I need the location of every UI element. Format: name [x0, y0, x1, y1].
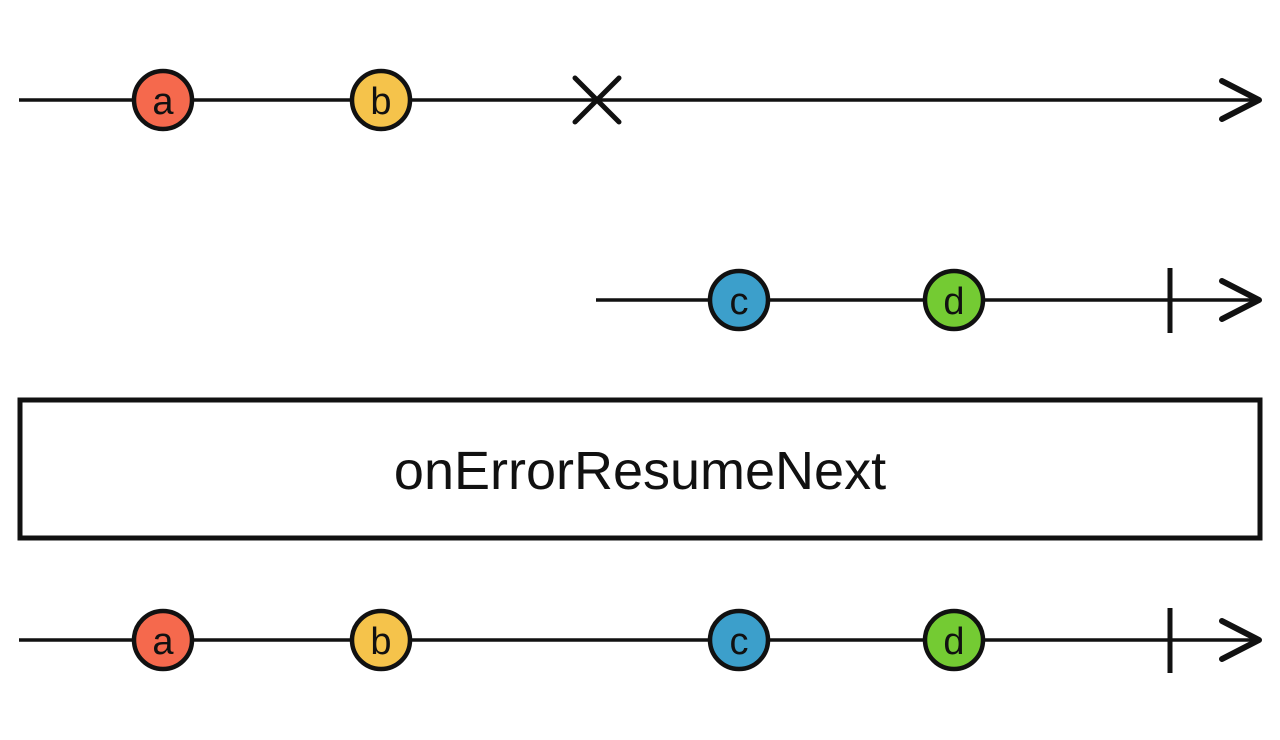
source1-timeline: a b: [19, 68, 1262, 132]
operator-box: onErrorResumeNext: [17, 397, 1263, 541]
source2-timeline: c d: [596, 268, 1262, 333]
output-marble-d: d: [922, 608, 986, 672]
marble-circle: [349, 68, 413, 132]
source1-marble-a[interactable]: a: [131, 68, 195, 132]
marble-label: a: [152, 81, 174, 123]
marble-circle: [131, 68, 195, 132]
output-marble-b: b: [349, 608, 413, 672]
marble-label: d: [943, 281, 964, 323]
marble-circle: [707, 608, 771, 672]
marble-circle: [707, 268, 771, 332]
marble-circle: [922, 268, 986, 332]
output-arrowhead-icon: [1219, 618, 1262, 662]
source1-marble-b[interactable]: b: [349, 68, 413, 132]
source2-marble-d[interactable]: d: [922, 268, 986, 332]
marble-circle: [349, 608, 413, 672]
marble-label: a: [152, 621, 174, 663]
output-timeline: a b c d: [19, 608, 1262, 673]
error-x-icon: [572, 75, 622, 125]
output-marble-a: a: [131, 608, 195, 672]
marble-label: c: [730, 621, 749, 663]
error-x-stroke: [572, 75, 622, 125]
marble-label: b: [370, 621, 391, 663]
operator-box-border: [17, 397, 1263, 541]
marble-circle: [131, 608, 195, 672]
source1-arrowhead-icon: [1219, 78, 1262, 122]
marble-label: b: [370, 81, 391, 123]
operator-label: onErrorResumeNext: [394, 441, 886, 501]
source2-arrowhead-icon: [1219, 278, 1262, 322]
marble-label: d: [943, 621, 964, 663]
source2-marble-c[interactable]: c: [707, 268, 771, 332]
output-marble-c: c: [707, 608, 771, 672]
marble-circle: [922, 608, 986, 672]
marble-label: c: [730, 281, 749, 323]
